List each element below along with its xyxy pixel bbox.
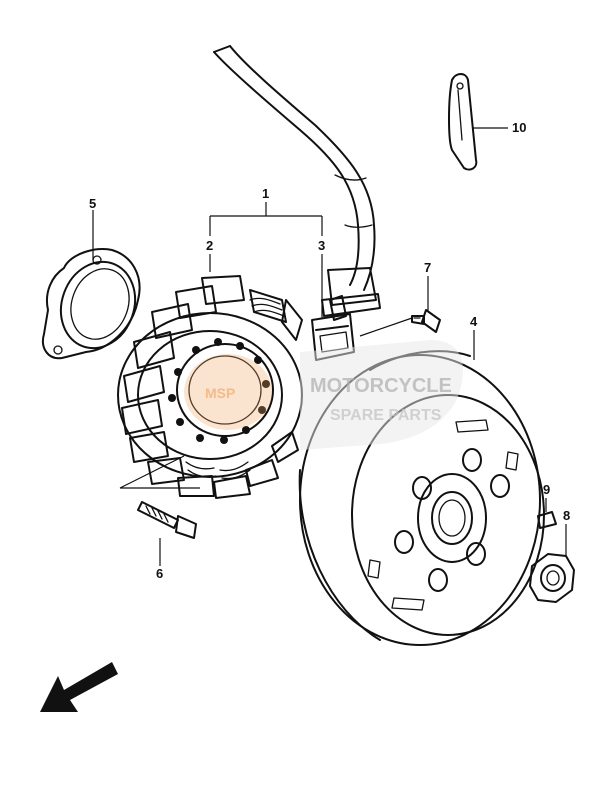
leader-lines <box>92 127 567 566</box>
watermark-logo-text: MSP <box>205 385 235 401</box>
bracket <box>448 73 478 171</box>
watermark: MSP MOTORCYCLE SPARE PARTS <box>184 340 463 450</box>
flange-nut <box>529 553 575 603</box>
screw-small <box>411 309 441 333</box>
callout-5: 5 <box>89 196 96 211</box>
stator-assembly <box>117 275 303 499</box>
callout-1: 1 <box>262 186 269 201</box>
front-direction-arrow-icon <box>40 662 118 712</box>
callout-labels: 1 2 3 4 5 6 7 8 9 10 <box>89 120 570 581</box>
watermark-logo-icon <box>184 354 272 430</box>
woodruff-key <box>537 511 557 529</box>
callout-8: 8 <box>563 508 570 523</box>
callout-3: 3 <box>318 238 325 253</box>
callout-9: 9 <box>543 482 550 497</box>
callout-10: 10 <box>512 120 526 135</box>
watermark-line1: MOTORCYCLE <box>310 375 452 397</box>
watermark-line2: SPARE PARTS <box>330 407 442 424</box>
callout-4: 4 <box>470 314 478 329</box>
callout-2: 2 <box>206 238 213 253</box>
wire-harness <box>213 45 381 317</box>
callout-6: 6 <box>156 566 163 581</box>
gasket-cover <box>42 248 141 360</box>
bolt-long <box>137 501 197 539</box>
callout-7: 7 <box>424 260 431 275</box>
